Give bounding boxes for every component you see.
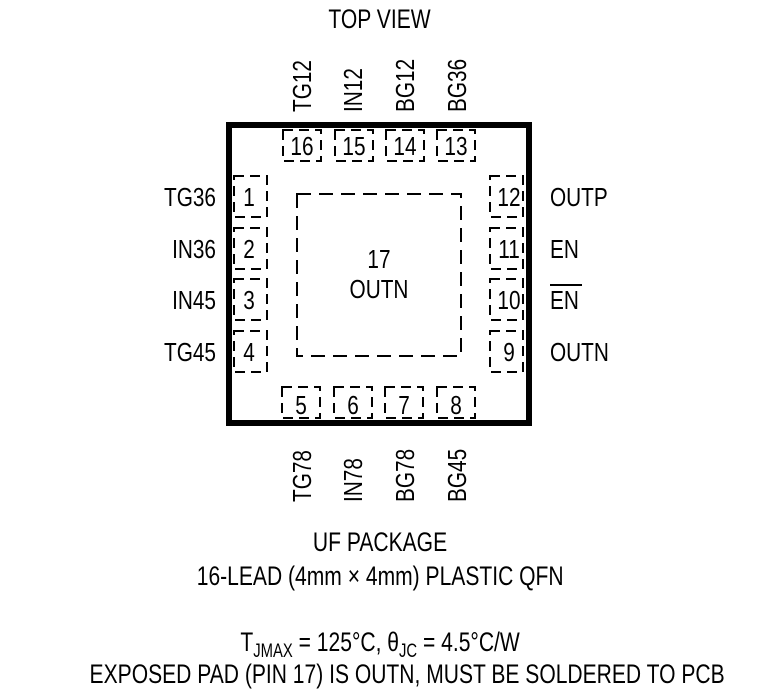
exposed-pad-note: EXPOSED PAD (PIN 17) IS OUTN, MUST BE SO… <box>0 659 760 689</box>
pin-label: TG78 <box>288 450 317 502</box>
pin-label: BG12 <box>391 59 420 112</box>
title-text: TOP VIEW <box>328 4 432 34</box>
top-pins: 16 15 14 13 TG12 IN12 BG12 BG36 <box>282 59 476 162</box>
pin-label: BG78 <box>391 449 420 502</box>
pin-number: 3 <box>243 286 255 315</box>
pin-pad <box>489 227 524 270</box>
thermal-specs: TJMAX = 125°C, θJC = 4.5°C/W <box>0 627 760 662</box>
pin-label: OUTP <box>550 183 608 212</box>
pin-number: 13 <box>444 132 467 161</box>
pin-number: 2 <box>243 235 255 264</box>
pin-number: 1 <box>243 183 255 212</box>
pin-label: EN <box>550 235 579 264</box>
pin-number: 6 <box>347 391 359 420</box>
pin-pad <box>436 386 476 419</box>
pin-pad <box>489 330 524 373</box>
pin-pad <box>233 278 268 321</box>
package-outline <box>226 122 532 426</box>
pin-label: IN36 <box>172 235 216 264</box>
pin-number: 11 <box>498 235 520 264</box>
diagram-title: TOP VIEW <box>0 4 760 35</box>
pin-label: BG36 <box>443 59 472 112</box>
package-description-text: 16-LEAD (4mm × 4mm) PLASTIC QFN <box>196 561 564 591</box>
package-name-text: UF PACKAGE <box>312 527 448 557</box>
pin-pad <box>233 175 268 218</box>
pin-label: TG12 <box>288 60 317 112</box>
pin-number: 16 <box>290 132 313 161</box>
pin-pad <box>233 227 268 270</box>
pin-pad <box>334 129 374 162</box>
package-name: UF PACKAGE <box>0 527 760 557</box>
pin-label: IN78 <box>339 458 368 502</box>
pin-number: 15 <box>342 132 365 161</box>
pin-label-inverted: EN <box>550 286 579 315</box>
thermal-specs-text: TJMAX = 125°C, θJC = 4.5°C/W <box>240 627 520 662</box>
pin-pad <box>233 330 268 373</box>
pin-pad <box>281 386 321 419</box>
exposed-pad-name: OUTN <box>350 275 409 304</box>
pin-number: 12 <box>497 183 520 212</box>
pin-number: 7 <box>398 391 410 420</box>
pin-pad <box>282 129 322 162</box>
pin-label: IN45 <box>172 286 216 315</box>
pin-label: IN12 <box>339 68 368 112</box>
exposed-pad-number: 17 <box>367 245 390 274</box>
tjmax-symbol: T <box>240 627 254 657</box>
exposed-pad-note-text: EXPOSED PAD (PIN 17) IS OUTN, MUST BE SO… <box>89 659 725 689</box>
tjmax-subscript: JMAX <box>253 641 293 662</box>
tjmax-value: = 125°C, <box>292 627 388 657</box>
package-description: 16-LEAD (4mm × 4mm) PLASTIC QFN <box>0 561 760 591</box>
pin-pad <box>333 386 373 419</box>
pin-pad <box>385 129 425 162</box>
pin-number: 4 <box>243 338 255 367</box>
theta-symbol: θ <box>387 627 399 657</box>
pin-pad <box>436 129 476 162</box>
pin-number: 14 <box>393 132 416 161</box>
theta-value: = 4.5°C/W <box>417 627 520 657</box>
right-pins: 12 11 10 9 OUTP EN EN OUTN <box>489 175 609 373</box>
pin-label: BG45 <box>443 449 472 502</box>
theta-subscript: JC <box>398 641 418 662</box>
pin-label: OUTN <box>550 338 609 367</box>
pin-number: 9 <box>503 338 515 367</box>
pin-pad <box>489 175 524 218</box>
bottom-pins: 5 6 7 8 TG78 IN78 BG78 BG45 <box>281 386 476 502</box>
pin-label: TG45 <box>164 338 216 367</box>
pin-pad <box>489 278 524 321</box>
exposed-pad <box>296 193 462 357</box>
pin-number: 8 <box>450 391 462 420</box>
left-pins: 1 2 3 4 TG36 IN36 IN45 TG45 <box>164 175 268 373</box>
pin-number: 5 <box>295 391 307 420</box>
pin-number: 10 <box>497 286 520 315</box>
pin-pad <box>384 386 424 419</box>
pin-label: TG36 <box>164 183 216 212</box>
